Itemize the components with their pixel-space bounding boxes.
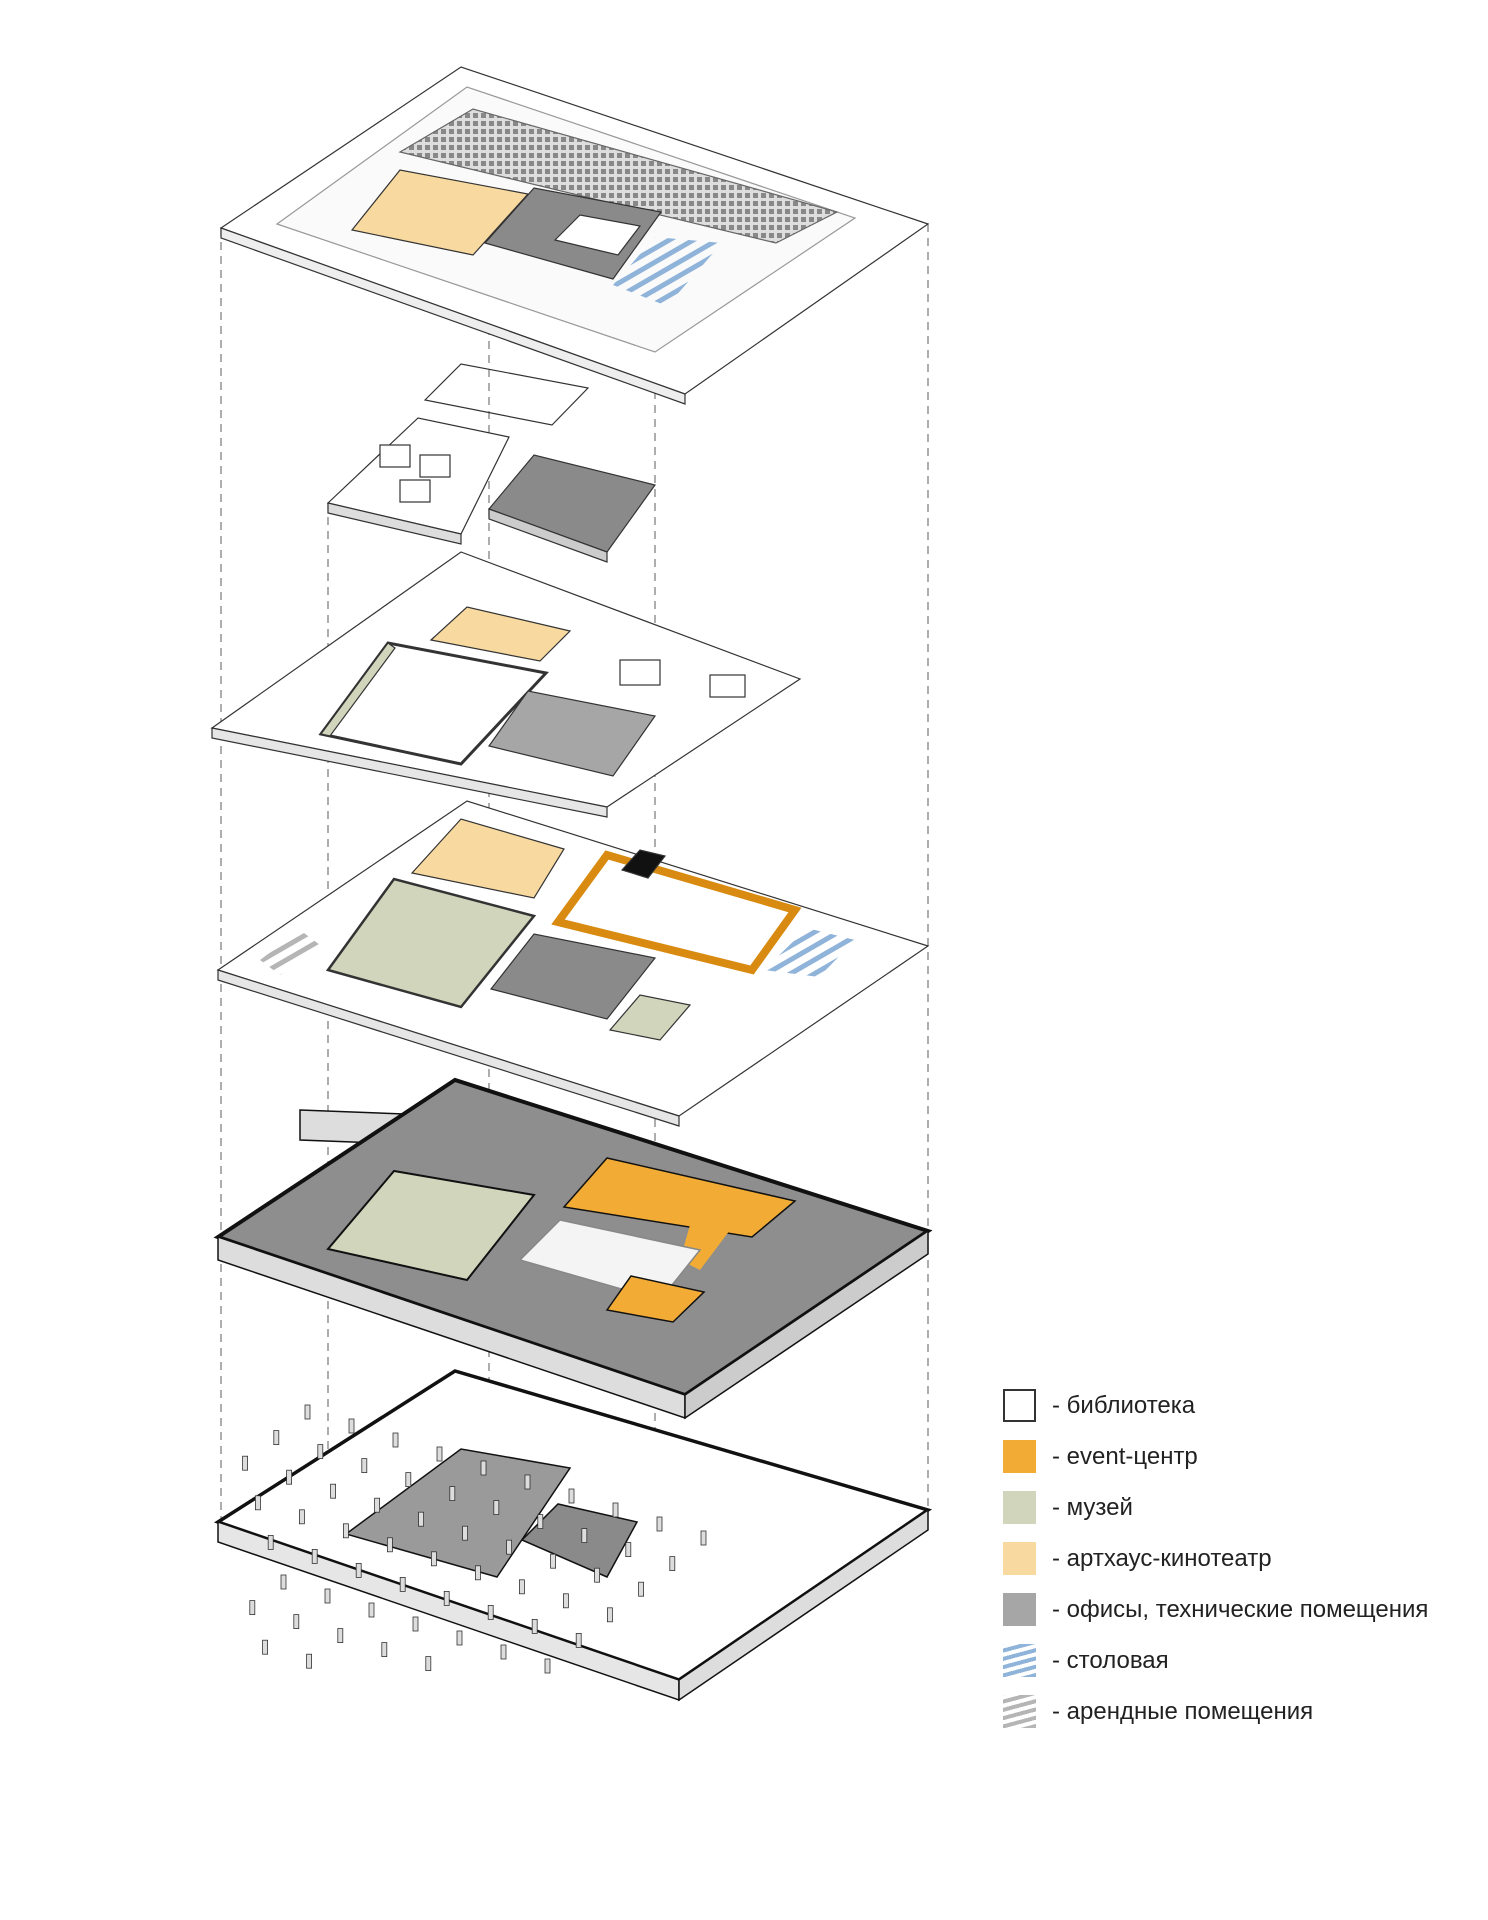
column: [286, 1469, 293, 1485]
column: [317, 1444, 324, 1459]
column: [480, 1460, 487, 1476]
column: [381, 1642, 388, 1657]
rental-swatch: [1003, 1695, 1036, 1728]
library-swatch: [1003, 1389, 1036, 1422]
column: [462, 1525, 469, 1541]
column: [405, 1472, 412, 1487]
column: [625, 1542, 632, 1557]
column: [254, 1495, 261, 1511]
column: [669, 1556, 676, 1571]
column: [418, 1511, 425, 1527]
museum-swatch: [1003, 1491, 1036, 1524]
column: [249, 1600, 256, 1615]
column: [412, 1616, 419, 1632]
column: [612, 1502, 619, 1518]
column: [280, 1574, 287, 1590]
column: [493, 1500, 500, 1515]
column: [581, 1528, 588, 1543]
column: [242, 1455, 249, 1471]
column: [524, 1474, 531, 1490]
legend-item-rental: - арендные помещения: [1003, 1686, 1428, 1737]
column: [537, 1514, 544, 1529]
column: [298, 1509, 305, 1525]
event-center-swatch: [1003, 1440, 1036, 1473]
column: [575, 1633, 582, 1648]
level-1: [213, 1077, 933, 1420]
column: [474, 1565, 481, 1581]
legend-label: - артхаус-кинотеатр: [1052, 1544, 1272, 1572]
basement-columns: [242, 1404, 707, 1674]
column: [550, 1553, 556, 1569]
column: [443, 1591, 450, 1606]
level-4: [326, 363, 657, 563]
canteen-swatch: [1003, 1644, 1036, 1677]
basement-level: [213, 1369, 933, 1702]
column: [607, 1607, 613, 1623]
column: [506, 1539, 513, 1555]
legend-label: - event-центр: [1052, 1442, 1198, 1470]
column: [399, 1577, 406, 1592]
column: [304, 1404, 311, 1420]
column: [487, 1605, 494, 1620]
column: [638, 1581, 644, 1597]
level-3: [210, 551, 802, 818]
legend-item-museum: - музей: [1003, 1482, 1428, 1533]
column: [324, 1588, 331, 1604]
column: [568, 1488, 575, 1504]
column: [361, 1458, 368, 1473]
column: [563, 1593, 569, 1609]
legend: - библиотека - event-центр - музей - арт…: [1003, 1380, 1428, 1737]
column: [348, 1418, 355, 1434]
legend-item-offices: - офисы, технические помещения: [1003, 1584, 1428, 1635]
column: [594, 1567, 600, 1583]
column: [342, 1523, 349, 1539]
column: [456, 1630, 463, 1646]
legend-item-canteen: - столовая: [1003, 1635, 1428, 1686]
legend-item-arthouse-cinema: - артхаус-кинотеатр: [1003, 1533, 1428, 1584]
column: [392, 1432, 399, 1448]
column: [267, 1535, 274, 1550]
legend-label: - офисы, технические помещения: [1052, 1595, 1429, 1623]
legend-label: - библиотека: [1052, 1391, 1196, 1419]
column: [500, 1644, 507, 1660]
level-2: [216, 800, 930, 1127]
column: [355, 1563, 362, 1578]
column: [293, 1614, 300, 1629]
arthouse-cinema-swatch: [1003, 1542, 1036, 1575]
column: [273, 1430, 280, 1445]
column: [436, 1446, 443, 1462]
column: [449, 1486, 456, 1501]
column: [531, 1619, 538, 1634]
column: [386, 1537, 393, 1553]
legend-item-library: - библиотека: [1003, 1380, 1428, 1431]
column: [262, 1639, 269, 1655]
column: [430, 1551, 437, 1567]
column: [700, 1530, 707, 1546]
column: [337, 1628, 344, 1643]
roof-level: [219, 66, 930, 405]
legend-label: - музей: [1052, 1493, 1133, 1521]
legend-label: - арендные помещения: [1052, 1697, 1314, 1725]
column: [544, 1658, 551, 1674]
column: [519, 1579, 525, 1595]
column: [656, 1516, 663, 1532]
column: [330, 1483, 337, 1499]
column: [311, 1549, 318, 1564]
offices-swatch: [1003, 1593, 1036, 1626]
legend-label: - столовая: [1052, 1646, 1169, 1674]
legend-item-event-center: - event-центр: [1003, 1431, 1428, 1482]
column: [374, 1497, 381, 1513]
column: [306, 1653, 313, 1669]
column: [425, 1656, 432, 1671]
column: [368, 1602, 375, 1618]
